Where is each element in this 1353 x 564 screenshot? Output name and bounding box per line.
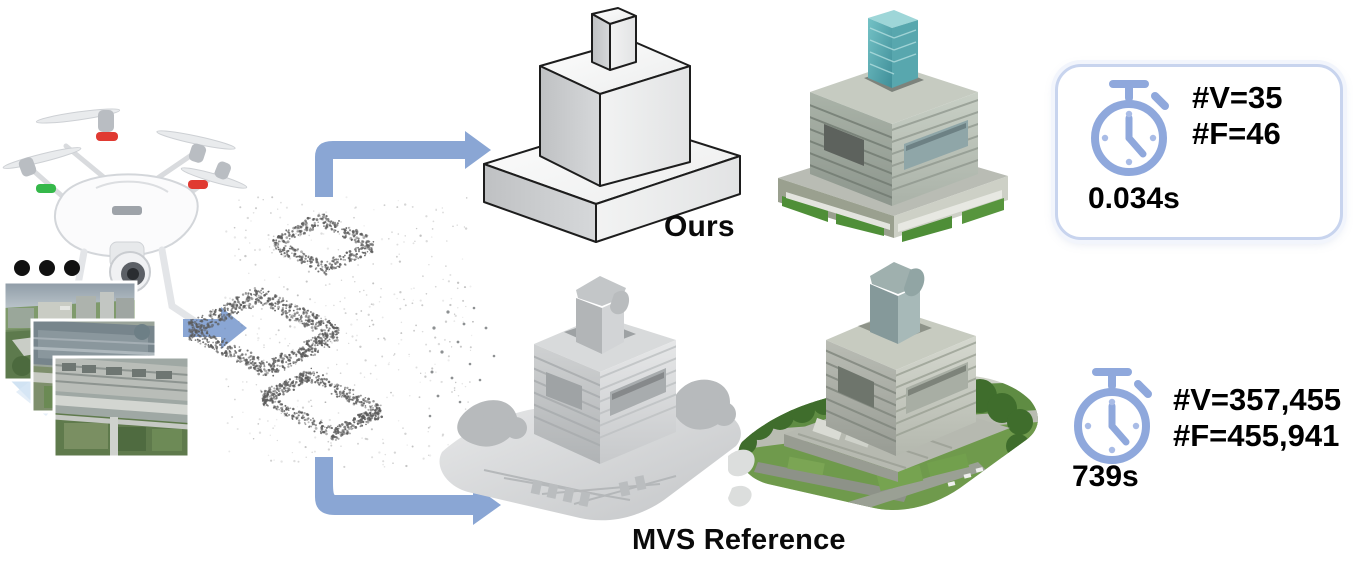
mvs-noise-vegetation: [457, 379, 736, 447]
mvs-reference-label: MVS Reference: [632, 524, 846, 556]
arrow-pointcloud-to-mvs: [315, 457, 501, 525]
ours-runtime: 0.034s: [1088, 182, 1180, 215]
texture-tower-top: [868, 10, 918, 28]
mvs-face-count: #F=455,941: [1173, 417, 1340, 453]
model-box-right: [599, 65, 691, 187]
led-red: [96, 132, 118, 141]
stopwatch-icon: [1074, 368, 1152, 464]
model-tower-left: [591, 13, 611, 71]
texture-grass: [962, 198, 1004, 224]
ellipsis-dot: [14, 260, 30, 276]
propeller-blade: [2, 147, 82, 169]
ours-label: Ours: [664, 210, 735, 243]
ours-vertex-count: #V=35: [1192, 80, 1283, 115]
model-tower-right: [609, 15, 637, 71]
ours-timing-card: [1055, 64, 1343, 240]
mvs-window-hole: [546, 372, 582, 410]
mvs-stray-fragment: [728, 449, 755, 507]
aerial-photo-3: [52, 355, 191, 459]
texture-grass: [782, 196, 828, 222]
stopwatch-icon: [1091, 80, 1169, 176]
lightweight-polygonal-model: [483, 7, 741, 243]
texture-grass: [836, 212, 884, 236]
ours-face-count: #F=46: [1192, 115, 1281, 151]
mvs-runtime: 739s: [1072, 460, 1139, 493]
mvs-stats: #V=357,455 #F=455,941: [1173, 382, 1341, 454]
textured-mvs-mesh: [728, 262, 1038, 510]
dense-mvs-mesh: [428, 276, 741, 521]
model-base-right: [595, 155, 741, 243]
ellipsis-dot: [39, 260, 55, 276]
ours-stats: #V=35 #F=46: [1192, 80, 1283, 152]
arrow-pointcloud-to-ours: [315, 131, 491, 197]
drone-body: [54, 173, 199, 258]
mvs-noise-points: [428, 306, 496, 418]
mvs-vertex-count: #V=357,455: [1173, 382, 1342, 417]
led-red: [188, 180, 208, 189]
image-sequence-ellipsis: [14, 260, 80, 276]
ellipsis-dot: [64, 260, 80, 276]
sparse-point-cloud: [187, 196, 474, 468]
texture-grass: [902, 216, 952, 242]
mvs-texture-window: [838, 366, 874, 408]
textured-lightweight-model: [778, 10, 1008, 242]
texture-window: [824, 124, 864, 166]
led-green: [36, 184, 56, 193]
texture-block-top: [810, 64, 978, 124]
